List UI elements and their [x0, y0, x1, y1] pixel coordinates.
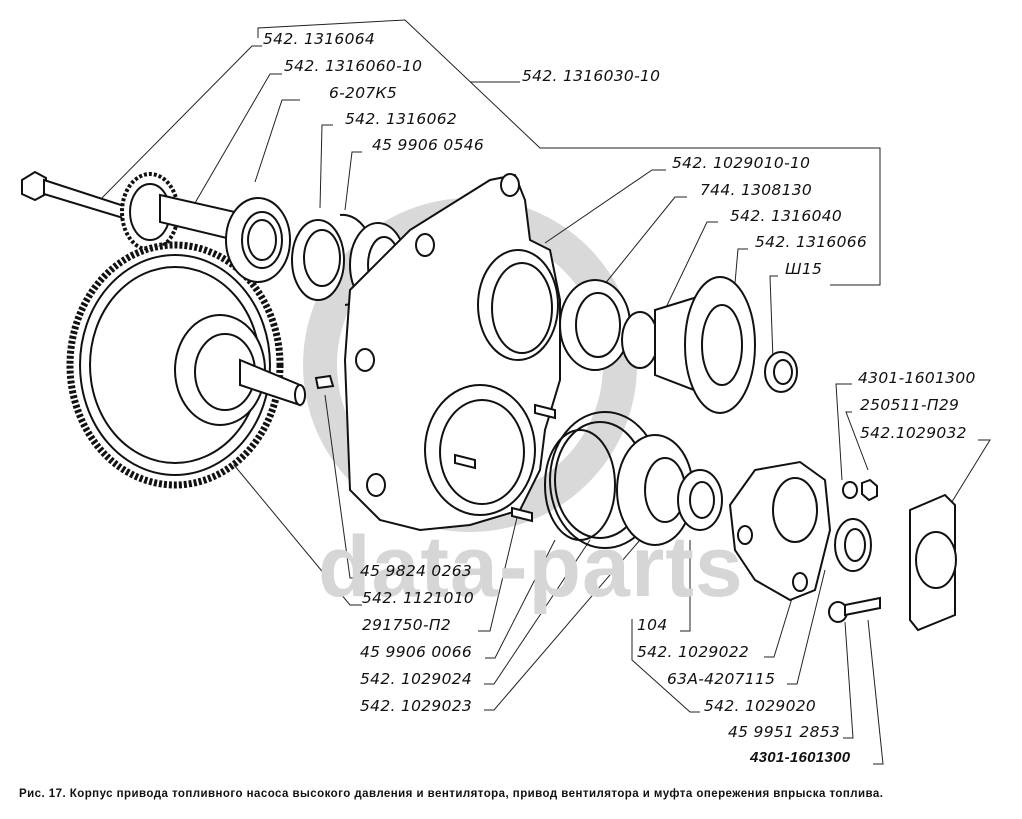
- label-542-1316040: 542. 1316040: [730, 207, 843, 225]
- label-45-9906-0546: 45 9906 0546: [372, 136, 485, 154]
- figure-caption: Рис. 17. Корпус привода топливного насос…: [19, 788, 884, 800]
- leader-542-1121010: [204, 429, 362, 606]
- label-45-9906-0066: 45 9906 0066: [360, 643, 473, 661]
- leader-250511-P29: [845, 411, 869, 471]
- leader-542-1029024: [484, 539, 591, 685]
- label-4301-1601300-top: 4301-1601300: [858, 369, 976, 387]
- label-291750-P2: 291750-П2: [362, 616, 451, 634]
- leader-45-9906-0066: [485, 539, 556, 659]
- leader-542-1029010-10: [544, 169, 666, 244]
- label-4301-1601300-bottom: 4301-1601300: [750, 749, 851, 766]
- label-45-9824-0263: 45 9824 0263: [360, 562, 473, 580]
- housing-lug-hole: [355, 348, 375, 372]
- leader-4301-1601300-top: [835, 383, 852, 481]
- part-ring: [291, 219, 345, 301]
- part-studs: [454, 403, 556, 523]
- leader-4301-1601300-bottom: [867, 619, 884, 765]
- label-542-1316060-10: 542. 1316060-10: [284, 57, 423, 75]
- part-nut: [861, 478, 878, 502]
- leader-Sh15: [769, 275, 778, 361]
- leader-45-9824-0263: [324, 394, 360, 579]
- part-washer: [842, 481, 858, 499]
- leader-45-9951-2853: [843, 621, 854, 739]
- part-housing-bore: [424, 384, 536, 516]
- leader-542-1316062: [319, 124, 333, 209]
- part-bolt: [21, 170, 131, 222]
- coupling-bore: [772, 477, 818, 543]
- housing-lug-hole: [415, 233, 435, 257]
- leader-291750-P2: [478, 504, 521, 632]
- label-542-1029024: 542. 1029024: [360, 670, 473, 688]
- leader-744-1308130: [599, 196, 687, 291]
- bracket-bore: [915, 531, 957, 589]
- leader-542-1029022: [764, 594, 794, 658]
- parts: [21, 170, 957, 632]
- label-250511-P29: 250511-П29: [860, 396, 960, 414]
- part-bearing-1: [225, 197, 291, 283]
- leader-542-1029032: [949, 439, 991, 506]
- leader-542-1316030-10-frame: [257, 19, 881, 286]
- leader-45-9906-0546: [344, 151, 362, 211]
- label-542-1029023: 542. 1029023: [360, 697, 473, 715]
- label-542-1316066: 542. 1316066: [755, 233, 868, 251]
- part-bearing-sh15: [764, 351, 798, 393]
- leader-542-1029020: [631, 619, 700, 713]
- label-542-1316064: 542. 1316064: [263, 30, 376, 48]
- label-542-1029022: 542. 1029022: [637, 643, 750, 661]
- label-63A-4207115: 63А-4207115: [667, 670, 776, 688]
- leader-542-1316040: [659, 221, 718, 321]
- part-fan-hub: [621, 276, 756, 414]
- label-542-1029020: 542. 1029020: [704, 697, 817, 715]
- part-seal: [559, 279, 631, 371]
- label-6-207K5: 6-207К5: [329, 84, 398, 102]
- label-542-1029010-10: 542. 1029010-10: [672, 154, 811, 172]
- leader-lines: [94, 19, 991, 765]
- label-104: 104: [637, 616, 668, 634]
- part-key: [314, 374, 335, 390]
- leader-542-1316060-10: [194, 73, 282, 204]
- label-45-9951-2853: 45 9951 2853: [728, 723, 841, 741]
- leader-542-1316064: [94, 45, 262, 206]
- part-bearing-104: [677, 469, 723, 531]
- label-542-1316030-10: 542. 1316030-10: [522, 67, 661, 85]
- label-542-1029032: 542.1029032: [860, 424, 967, 442]
- leader-63A-4207115: [787, 569, 826, 685]
- coupling-lug-hole: [737, 525, 753, 545]
- leader-542-1029023: [484, 539, 641, 711]
- label-542-1121010: 542. 1121010: [362, 589, 475, 607]
- leader-104: [680, 540, 691, 632]
- label-542-1316062: 542. 1316062: [345, 110, 458, 128]
- watermark-text: data-parts: [318, 519, 744, 615]
- leader-6-207K5: [254, 99, 300, 183]
- part-screw: [828, 596, 881, 623]
- part-seal-63a: [834, 518, 872, 572]
- housing-lug-hole: [500, 173, 520, 197]
- label-Sh15: Ш15: [785, 260, 823, 278]
- part-seal-seat: [477, 249, 559, 361]
- coupling-lug-hole: [792, 572, 808, 592]
- housing-lug-hole: [366, 473, 386, 497]
- label-744-1308130: 744. 1308130: [700, 181, 813, 199]
- part-big-gear: [66, 241, 306, 489]
